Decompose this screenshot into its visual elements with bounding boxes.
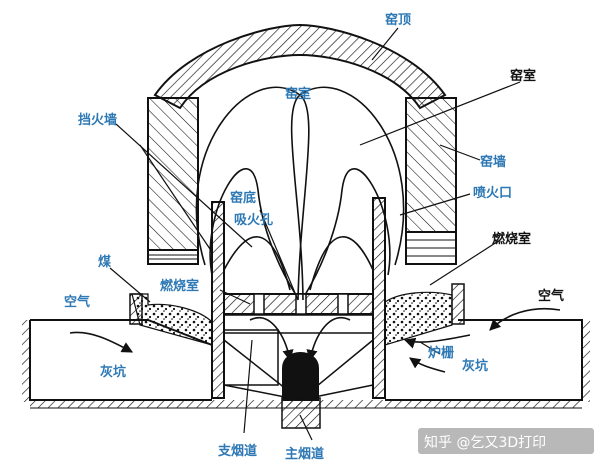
right-kiln-wall [405, 97, 457, 265]
label-grate: 炉栅 [428, 345, 454, 361]
label-main-flue: 主烟道 [285, 446, 324, 462]
label-air-left: 空气 [64, 294, 90, 310]
label-suction-hole: 吸火孔 [234, 213, 273, 228]
label-nozzle: 喷火口 [473, 185, 512, 201]
right-combustion-bed [384, 283, 465, 346]
label-combustion-left: 燃烧室 [160, 278, 199, 294]
label-fire-wall: 挡火墙 [78, 112, 117, 128]
right-fire-wall [372, 197, 386, 399]
label-ash-pit-right: 灰坑 [462, 358, 488, 374]
kiln-dome [153, 23, 447, 110]
label-branch-flue: 支烟道 [217, 443, 257, 459]
watermark: 知乎 @乞又3D打印 [418, 428, 594, 454]
ground-and-flues [22, 314, 590, 429]
flame-paths [195, 86, 405, 362]
air-flow-arrows [69, 307, 561, 373]
watermark-text: 知乎 @乞又3D打印 [424, 434, 546, 451]
label-kiln-chamber-inner: 窑室 [285, 86, 311, 102]
label-kiln-wall: 窑墙 [480, 154, 506, 170]
label-coal: 煤 [98, 254, 111, 270]
label-kiln-chamber-outer: 窑室 [510, 68, 536, 84]
label-kiln-top: 窑顶 [385, 12, 411, 28]
left-fire-wall [211, 201, 225, 399]
diagram-labels: 窑顶 窑室 窑室 挡火墙 窑墙 窑底 吸火孔 喷火口 燃烧室 煤 燃烧室 空气 … [64, 12, 564, 462]
left-kiln-wall [147, 97, 199, 265]
left-combustion-bed [129, 293, 213, 346]
label-combustion-right: 燃烧室 [492, 231, 531, 247]
leader-lines [109, 27, 521, 441]
label-air-right: 空气 [538, 288, 564, 304]
label-ash-pit-left: 灰坑 [100, 364, 126, 380]
label-kiln-bottom: 窑底 [230, 190, 256, 206]
